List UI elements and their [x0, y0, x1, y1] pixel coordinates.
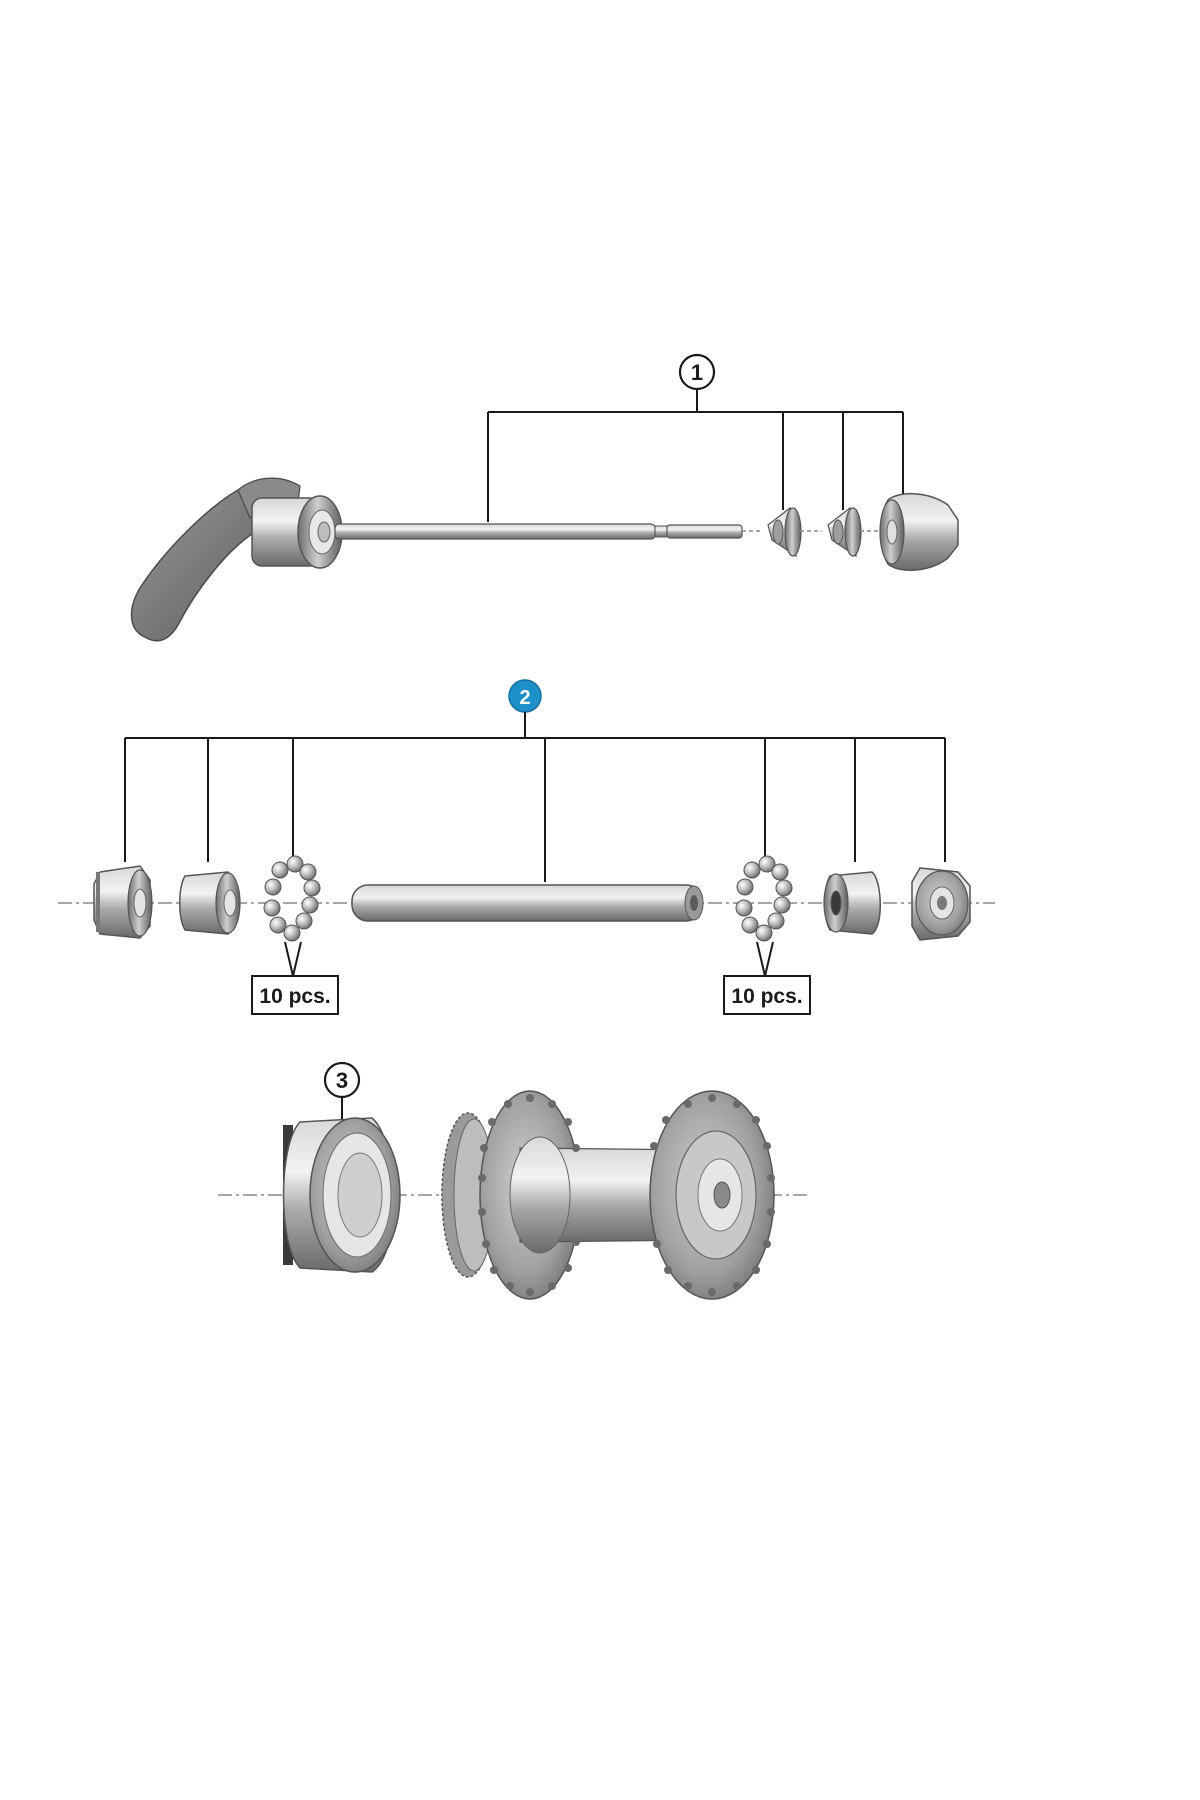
callout-3-label: 3	[336, 1068, 348, 1093]
lock-nut	[911, 867, 971, 941]
quantity-label-right-text: 10 pcs.	[731, 985, 802, 1008]
cone	[823, 871, 881, 935]
spoke-holes	[478, 1094, 580, 1296]
skewer-spring	[767, 506, 802, 558]
callout-3: 3	[323, 1061, 361, 1099]
callout-2-label: 2	[519, 687, 530, 709]
lock-nut	[93, 865, 153, 939]
quantity-label-right: 10 pcs.	[723, 941, 811, 1015]
spoke-holes	[650, 1094, 775, 1296]
dust-cap	[282, 1117, 401, 1273]
quick-release-lever	[130, 477, 343, 642]
ball-bearings	[263, 855, 321, 942]
callout-1-label: 1	[691, 360, 703, 385]
group-2-axle-set: 2	[58, 679, 995, 1015]
callout-1: 1	[678, 353, 716, 391]
quantity-label-left-text: 10 pcs.	[259, 985, 330, 1008]
callout-1-leader-lines	[487, 389, 904, 522]
hub-axle	[351, 884, 704, 922]
quantity-label-left: 10 pcs.	[251, 941, 339, 1015]
skewer-nut	[879, 492, 959, 571]
ball-bearings	[735, 855, 793, 942]
callout-2-leader-lines	[124, 712, 946, 882]
hub-body	[441, 1090, 775, 1300]
group-3-hub: 3	[218, 1061, 808, 1300]
callout-2: 2	[508, 679, 542, 713]
cone	[179, 871, 241, 935]
group-1-quick-release: 1	[130, 353, 959, 642]
skewer-spring	[827, 506, 862, 558]
quick-release-skewer	[334, 523, 760, 540]
